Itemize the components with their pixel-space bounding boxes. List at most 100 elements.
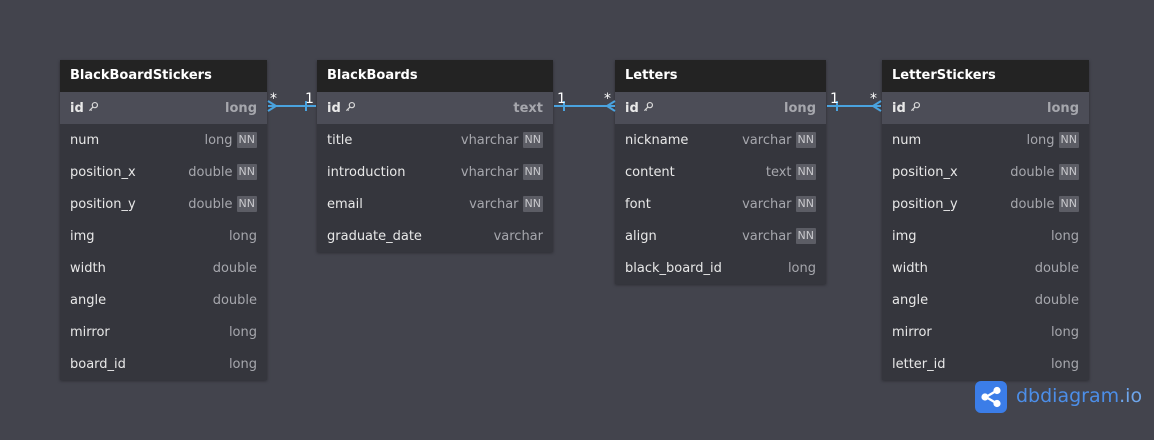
share-icon[interactable] xyxy=(975,381,1007,413)
field-type: varchar xyxy=(742,228,792,244)
not-null-badge: NN xyxy=(795,228,816,244)
field-name-text: content xyxy=(625,164,675,180)
not-null-badge: NN xyxy=(1058,132,1079,148)
table-header[interactable]: LetterStickers xyxy=(882,60,1089,92)
field-type: varchar xyxy=(469,196,519,212)
cardinality-label: * xyxy=(270,91,277,107)
link-blackboards-letters[interactable] xyxy=(554,100,616,112)
field-type: long xyxy=(228,356,257,372)
many-marker-icon xyxy=(605,100,616,112)
not-null-badge: NN xyxy=(795,196,816,212)
field-type: long xyxy=(1050,324,1079,340)
field-name-text: position_y xyxy=(70,196,136,212)
field-name-text: id xyxy=(327,100,341,116)
field-type: long xyxy=(204,132,233,148)
field-type: long xyxy=(1047,100,1079,116)
field-name-text: black_board_id xyxy=(625,260,722,276)
field-name: id xyxy=(70,101,225,116)
field-name-text: width xyxy=(892,260,928,276)
link-blackboardstickers-blackboards[interactable] xyxy=(267,100,316,112)
cardinality-label: 1 xyxy=(557,91,566,107)
cardinality-label: 1 xyxy=(830,91,839,107)
field-type: vharchar xyxy=(460,164,519,180)
field-name: position_y xyxy=(70,197,188,212)
field-type: text xyxy=(513,100,543,116)
field-name-text: mirror xyxy=(70,324,110,340)
field-name-text: id xyxy=(625,100,639,116)
field-name: width xyxy=(70,261,213,276)
field-name: letter_id xyxy=(892,357,1051,372)
key-icon xyxy=(88,101,99,116)
field-name-text: num xyxy=(70,132,100,148)
field-name: position_y xyxy=(892,197,1010,212)
field-name-text: num xyxy=(892,132,922,148)
table-header[interactable]: BlackBoards xyxy=(317,60,553,92)
table-header[interactable]: Letters xyxy=(615,60,826,92)
field-name-text: angle xyxy=(70,292,107,308)
field-name: position_x xyxy=(892,165,1010,180)
field-type: varchar xyxy=(742,132,792,148)
field-name: introduction xyxy=(327,165,461,180)
field-name: id xyxy=(892,101,1047,116)
field-name: mirror xyxy=(892,325,1051,340)
not-null-badge: NN xyxy=(795,132,816,148)
not-null-badge: NN xyxy=(795,164,816,180)
link-letters-letterstickers[interactable] xyxy=(827,100,882,112)
field-type: long xyxy=(1026,132,1055,148)
field-name-text: mirror xyxy=(892,324,932,340)
field-type: long xyxy=(1050,356,1079,372)
not-null-badge: NN xyxy=(1058,164,1079,180)
field-name: email xyxy=(327,197,469,212)
field-name: position_x xyxy=(70,165,188,180)
table-header[interactable]: BlackBoardStickers xyxy=(60,60,267,92)
field-name-text: img xyxy=(892,228,917,244)
brand-name-text: dbdiagram xyxy=(1016,385,1120,407)
field-name: title xyxy=(327,133,461,148)
brand-name[interactable]: dbdiagram.io xyxy=(1016,385,1142,407)
not-null-badge: NN xyxy=(236,164,257,180)
field-name: img xyxy=(70,229,229,244)
field-name: font xyxy=(625,197,742,212)
not-null-badge: NN xyxy=(522,132,543,148)
field-name: width xyxy=(892,261,1035,276)
field-row[interactable]: mirror long xyxy=(882,316,1089,348)
field-row[interactable]: id text xyxy=(317,92,553,124)
field-name-text: font xyxy=(625,196,651,212)
field-name-text: title xyxy=(327,132,353,148)
field-name: align xyxy=(625,229,742,244)
cardinality-label: 1 xyxy=(305,91,314,107)
field-name: nickname xyxy=(625,133,742,148)
field-name: num xyxy=(70,133,204,148)
